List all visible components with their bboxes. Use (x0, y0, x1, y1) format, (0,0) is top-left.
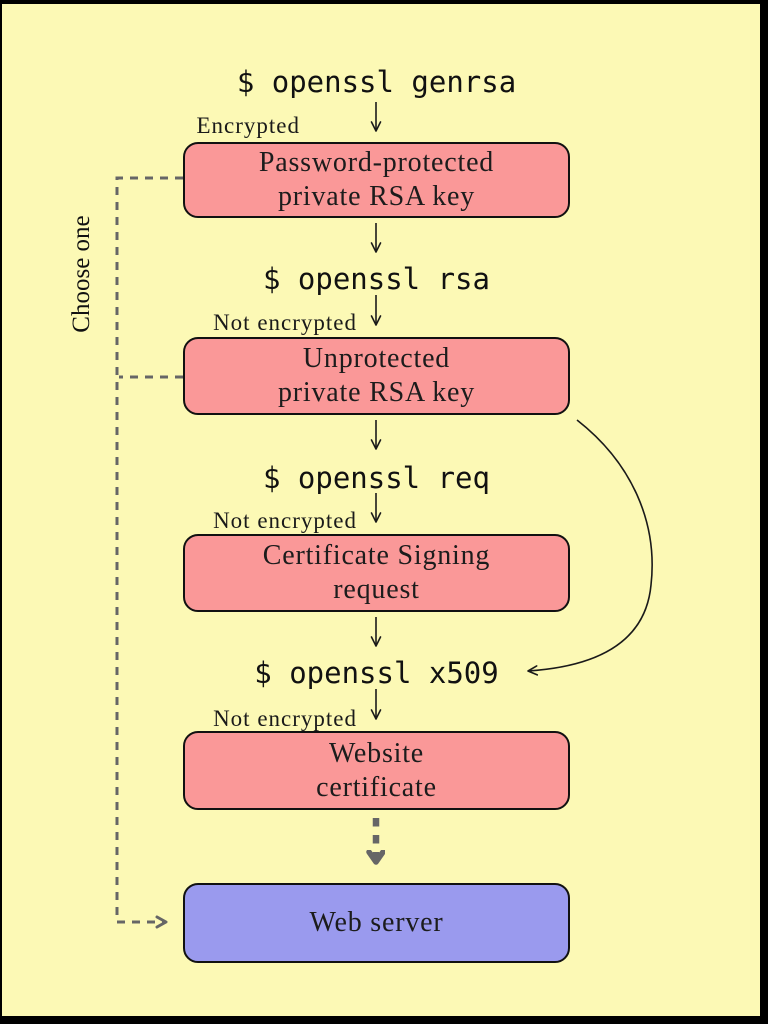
command-openssl-rsa: $ openssl rsa (263, 262, 490, 296)
node-label-line: Unprotected (302, 343, 451, 374)
dashed-choose-one-connector (115, 176, 183, 929)
node-label-line: certificate (316, 771, 437, 803)
command-openssl-x509: $ openssl x509 (254, 656, 499, 690)
command-openssl-genrsa: $ openssl genrsa (236, 65, 517, 99)
command-openssl-req: $ openssl req (263, 461, 490, 495)
label-choose-one: Choose one (68, 215, 95, 333)
node-certificate-signing-request: Certificate Signing request (183, 534, 570, 612)
node-label-line: Password-protected (258, 147, 495, 178)
node-label-line: request (333, 574, 420, 605)
node-label-line: Web server (309, 907, 444, 938)
label-not-encrypted-3: Not encrypted (213, 706, 357, 731)
node-label-line: private RSA key (277, 377, 476, 408)
label-encrypted: Encrypted (196, 113, 300, 138)
node-label-line: Certificate Signing (262, 540, 491, 571)
node-unprotected-key: Unprotected private RSA key (183, 337, 570, 415)
label-not-encrypted-2: Not encrypted (213, 508, 357, 533)
node-label-line: private RSA key (277, 181, 476, 212)
node-password-protected-key: Password-protected private RSA key (183, 142, 570, 218)
label-not-encrypted-1: Not encrypted (213, 310, 357, 335)
node-label-line: Website (328, 737, 425, 769)
node-web-server: Web server (183, 883, 570, 963)
node-website-certificate: Website certificate (183, 731, 570, 810)
